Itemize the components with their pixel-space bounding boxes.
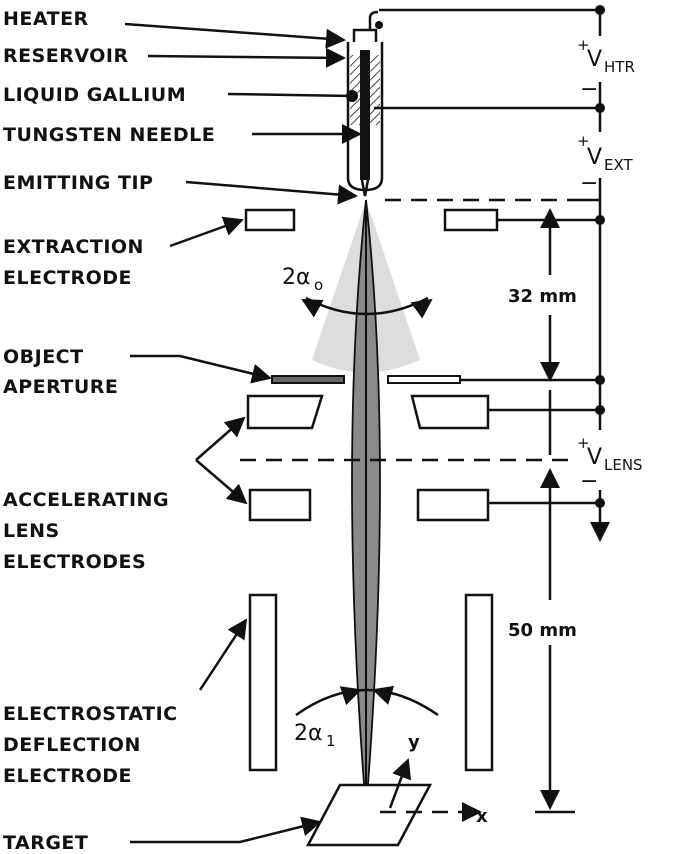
tungsten-needle	[360, 50, 370, 180]
ion-beam	[312, 199, 420, 811]
label-target: TARGET	[3, 832, 88, 854]
vlens-v: V	[587, 445, 602, 470]
lens-electrode-lower-right	[416, 488, 490, 522]
vhtr-plus: +	[577, 36, 590, 54]
vlens-sub: LENS	[604, 456, 643, 474]
dimension-32mm: 32 mm	[508, 286, 577, 307]
label-deflect-2: DEFLECTION	[3, 734, 141, 756]
lens-electrode-upper-right	[410, 394, 490, 430]
alpha0-sub: o	[314, 276, 323, 294]
lens-electrode-upper-left	[246, 394, 324, 430]
label-object-2: APERTURE	[3, 376, 118, 398]
label-extraction-1: EXTRACTION	[3, 236, 144, 258]
extraction-electrode-right	[443, 208, 499, 232]
label-accel-3: ELECTRODES	[3, 551, 146, 573]
label-deflect-3: ELECTRODE	[3, 765, 132, 787]
alpha0-label: 2α	[282, 265, 311, 290]
vext-v: V	[587, 145, 602, 170]
deflection-electrode-right	[464, 593, 494, 772]
lens-electrode-lower-left	[248, 488, 312, 522]
object-aperture-left	[271, 375, 345, 384]
label-accel-1: ACCELERATING	[3, 489, 169, 511]
object-aperture-right	[387, 375, 461, 384]
vext-plus: +	[577, 132, 590, 150]
deflection-electrode-left	[248, 593, 278, 772]
label-extraction-2: ELECTRODE	[3, 267, 132, 289]
vlens-minus: −	[580, 469, 598, 494]
label-accel-2: LENS	[3, 520, 60, 542]
label-heater: HEATER	[3, 8, 89, 30]
alpha1-label: 2α	[294, 721, 323, 746]
vhtr-v: V	[587, 47, 602, 72]
heater	[352, 10, 379, 42]
label-reservoir: RESERVOIR	[3, 45, 129, 67]
voltage-rails	[374, 5, 610, 542]
dimension-50mm: 50 mm	[508, 620, 577, 641]
vhtr-sub: HTR	[604, 58, 635, 76]
source-assembly	[346, 10, 384, 197]
label-tungsten-needle: TUNGSTEN NEEDLE	[3, 124, 215, 146]
vhtr-minus: −	[580, 77, 598, 102]
vext-minus: −	[580, 171, 598, 196]
axis-x: x	[476, 806, 488, 827]
vext-sub: EXT	[604, 156, 633, 174]
label-object-1: OBJECT	[3, 346, 84, 368]
alpha1-sub: 1	[326, 732, 336, 750]
target-plate	[305, 783, 433, 847]
label-liquid-gallium: LIQUID GALLIUM	[3, 84, 186, 106]
axis-y: y	[408, 732, 420, 753]
vlens-plus: +	[577, 434, 590, 452]
label-deflect-1: ELECTROSTATIC	[3, 703, 178, 725]
label-emitting-tip: EMITTING TIP	[3, 172, 153, 194]
extraction-electrode-left	[244, 208, 296, 232]
